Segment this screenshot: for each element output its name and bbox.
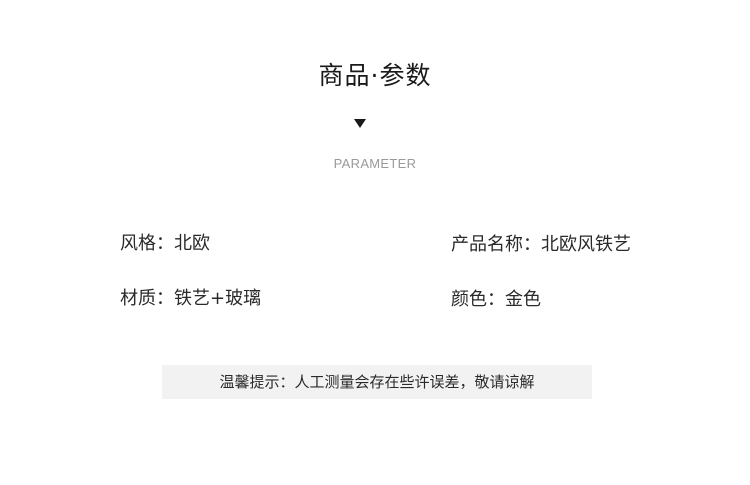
page-subtitle: PARAMETER bbox=[333, 156, 417, 171]
notice-text: 温馨提示：人工测量会存在些许误差，敬请谅解 bbox=[219, 373, 535, 391]
param-color: 颜色：金色 bbox=[451, 289, 541, 310]
notice-box: 温馨提示：人工测量会存在些许误差，敬请谅解 bbox=[162, 365, 592, 399]
page-title: 商品·参数 bbox=[318, 61, 432, 90]
param-product-name: 产品名称：北欧风铁艺 bbox=[451, 234, 631, 255]
param-style: 风格：北欧 bbox=[120, 233, 210, 254]
param-material: 材质：铁艺+玻璃 bbox=[120, 288, 262, 309]
triangle-down-icon bbox=[354, 119, 366, 128]
